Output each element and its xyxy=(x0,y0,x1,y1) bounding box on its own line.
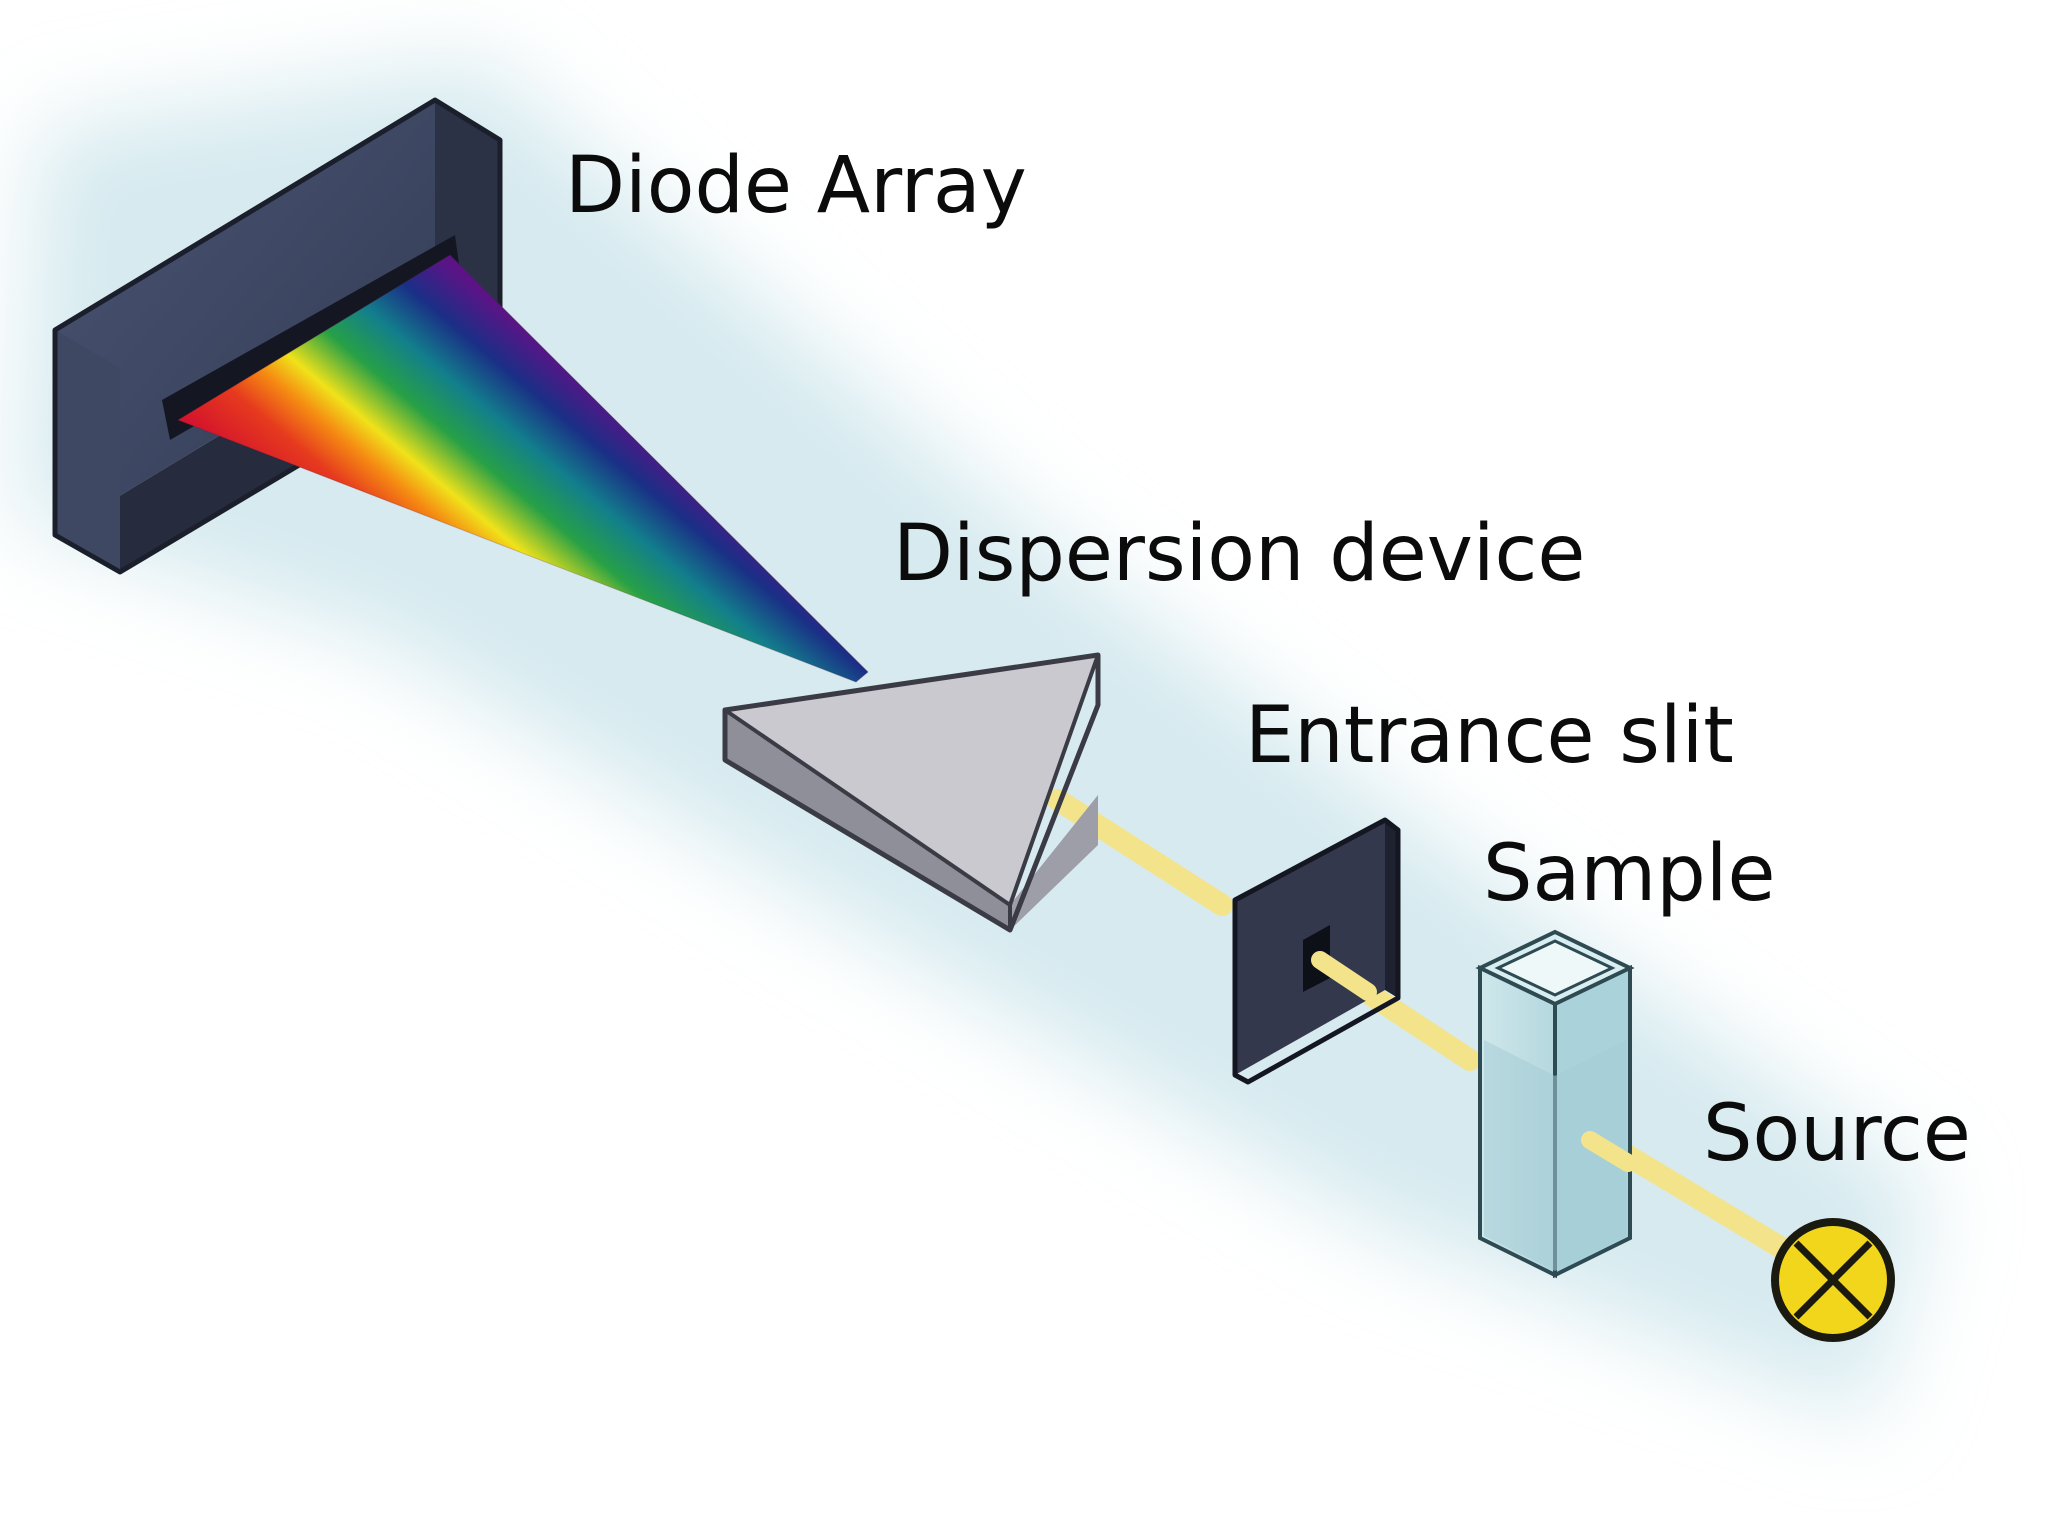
label-sample: Sample xyxy=(1483,829,1775,919)
sample-liquid xyxy=(1484,1040,1626,1271)
dispersion-device xyxy=(722,652,1101,933)
label-entrance-slit: Entrance slit xyxy=(1245,691,1734,781)
entrance-slit xyxy=(1232,817,1401,1085)
label-dispersion-device: Dispersion device xyxy=(893,509,1585,599)
label-source: Source xyxy=(1703,1089,1971,1179)
label-diode-array: Diode Array xyxy=(565,141,1027,231)
lamp-circle-x-icon xyxy=(1771,1218,1895,1342)
spectrum-beam xyxy=(176,254,869,683)
sample-cuvette xyxy=(1475,929,1637,1279)
